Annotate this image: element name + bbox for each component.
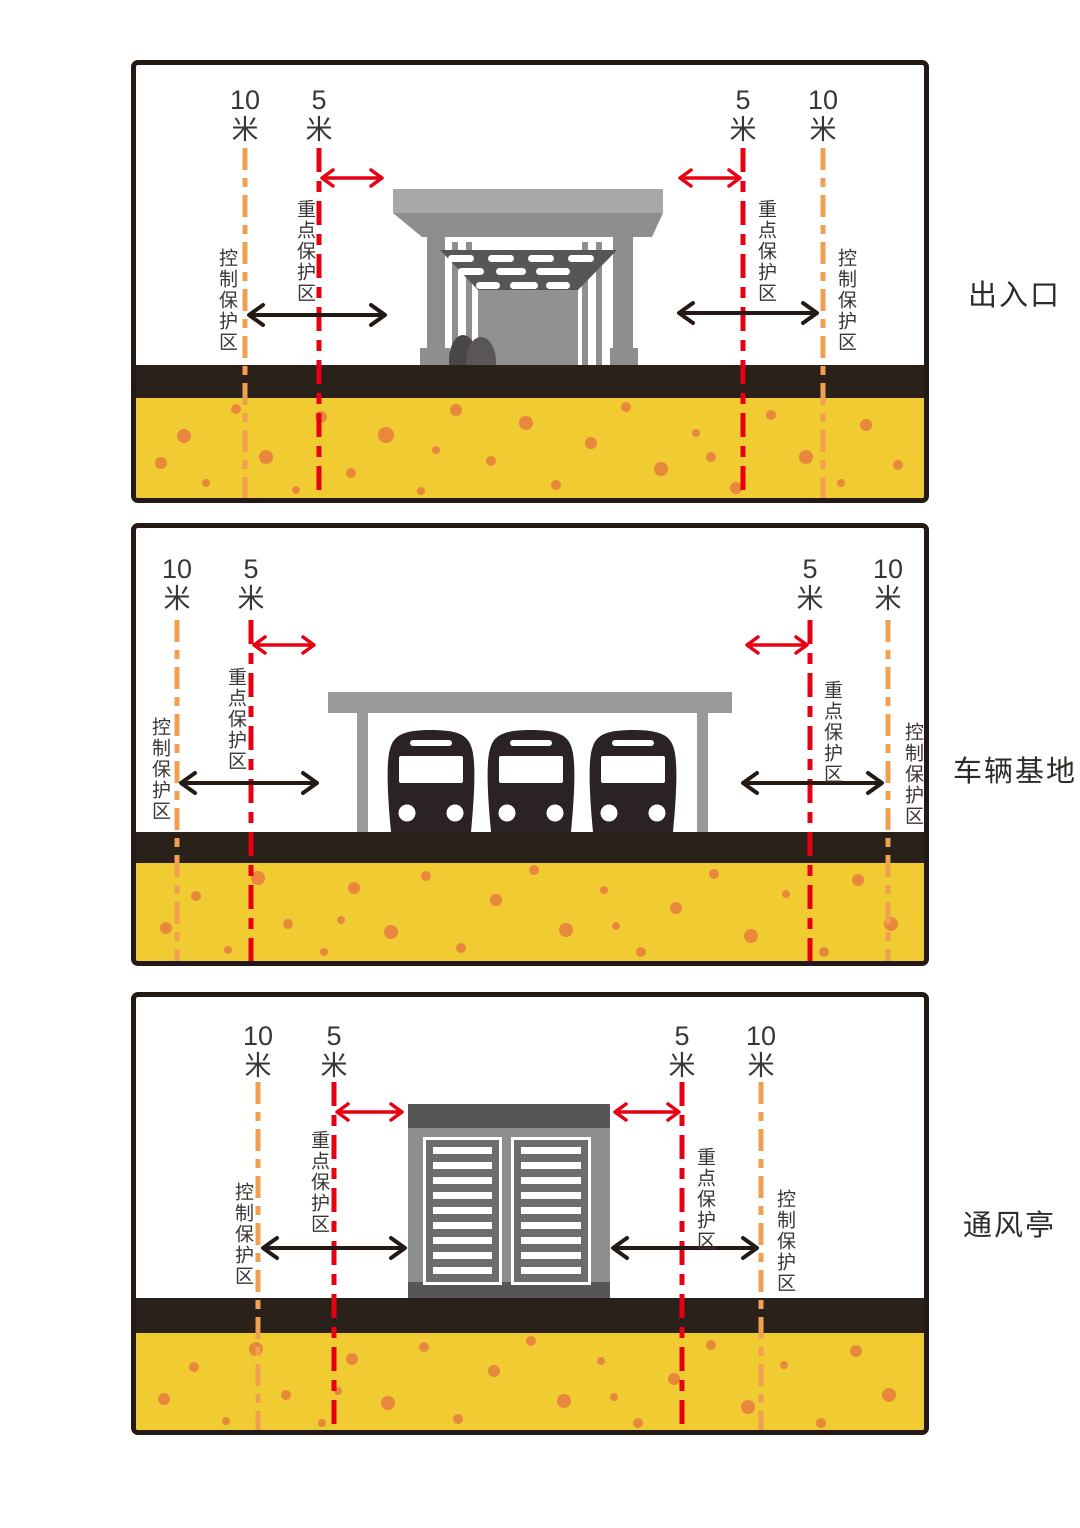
panel-entrance: 10 米 5 米 5 米 10 米 重点保护区 重点保护区 控制保护区 控制保护… [131,60,929,503]
panel-caption-vent: 通风亭 [963,1210,1057,1242]
ground-layers [136,365,924,498]
distance-unit: 米 [244,1051,272,1082]
control-zone-label-left: 控制保护区 [216,248,237,353]
vent-pavilion-illustration [408,1104,610,1298]
control-zone-label-right: 控制保护区 [902,722,923,827]
distance-value: 5 [735,85,751,115]
distance-unit: 米 [163,584,191,615]
distance-label-5m-left: 5 米 [219,554,283,614]
train-3 [589,730,677,832]
distance-value: 10 [872,554,904,584]
distance-value: 10 [242,1021,274,1051]
distance-unit: 米 [237,584,265,615]
key-zone-label-left: 重点保护区 [225,667,246,772]
key-zone-label-right: 重点保护区 [755,199,776,304]
key-zone-arrow-right [745,635,809,655]
ground-layers [136,832,924,961]
distance-label-5m-left: 5 米 [287,85,351,145]
key-zone-label-right: 重点保护区 [821,680,842,785]
entrance-diagram [136,148,924,498]
control-zone-arrow-left [261,1236,407,1260]
distance-label-10m-left: 10 米 [145,554,209,614]
distance-value: 10 [161,554,193,584]
vent-diagram [136,1082,924,1430]
louver-panel-left [423,1137,502,1285]
control-zone-arrow-left [247,303,387,327]
panel-caption-entrance: 出入口 [968,280,1062,312]
distance-value: 5 [311,85,327,115]
train-1 [387,730,475,832]
distance-label-10m-left: 10 米 [213,85,277,145]
distance-value: 10 [229,85,261,115]
stair-steps [448,255,594,289]
distance-value: 5 [802,554,818,584]
distance-value: 5 [326,1021,342,1051]
key-zone-arrow-left [335,1102,404,1122]
depot-diagram [136,620,924,961]
distance-unit: 米 [796,584,824,615]
control-zone-label-left: 控制保护区 [149,717,170,822]
control-zone-arrow-right [677,301,819,325]
control-zone-arrow-right [611,1236,759,1260]
distance-label-10m-left: 10 米 [226,1021,290,1081]
distance-label-10m-right: 10 米 [791,85,855,145]
distance-unit: 米 [231,115,259,146]
distance-value: 5 [674,1021,690,1051]
soil-dots [155,402,903,495]
train-illustrations [387,730,677,832]
distance-value: 10 [745,1021,777,1051]
distance-unit: 米 [320,1051,348,1082]
control-zone-label-right: 控制保护区 [835,248,856,353]
distance-label-5m-left: 5 米 [302,1021,366,1081]
louver-panel-right [511,1137,591,1285]
key-zone-label-left: 重点保护区 [308,1130,329,1235]
distance-unit: 米 [809,115,837,146]
panel-depot: 10 米 5 米 5 米 10 米 重点保护区 重点保护区 控制保护区 控制保护… [131,523,929,966]
key-zone-label-left: 重点保护区 [294,199,315,304]
distance-unit: 米 [305,115,333,146]
distance-unit: 米 [747,1051,775,1082]
soil-dots [158,1336,896,1428]
key-zone-arrow-right [678,168,742,188]
distance-value: 5 [243,554,259,584]
train-2 [487,730,575,832]
key-zone-label-right: 重点保护区 [694,1147,715,1252]
distance-label-5m-right: 5 米 [650,1021,714,1081]
distance-unit: 米 [874,584,902,615]
control-zone-label-right: 控制保护区 [774,1189,795,1294]
depot-shed-illustration [328,692,732,832]
distance-label-10m-right: 10 米 [729,1021,793,1081]
distance-value: 10 [807,85,839,115]
key-zone-arrow-left [252,635,316,655]
entrance-structure-illustration [393,189,663,387]
control-zone-label-left: 控制保护区 [232,1182,253,1287]
distance-label-5m-right: 5 米 [778,554,842,614]
distance-unit: 米 [668,1051,696,1082]
key-zone-arrow-right [613,1102,681,1122]
key-zone-arrow-left [320,168,384,188]
control-zone-arrow-right [741,771,884,795]
panel-vent: 10 米 5 米 5 米 10 米 重点保护区 重点保护区 控制保护区 控制保护… [131,992,929,1435]
panel-caption-depot: 车辆基地 [953,756,1078,788]
distance-label-10m-right: 10 米 [856,554,920,614]
distance-unit: 米 [729,115,757,146]
ground-layers [136,1298,924,1430]
control-zone-arrow-left [179,771,319,795]
distance-label-5m-right: 5 米 [711,85,775,145]
